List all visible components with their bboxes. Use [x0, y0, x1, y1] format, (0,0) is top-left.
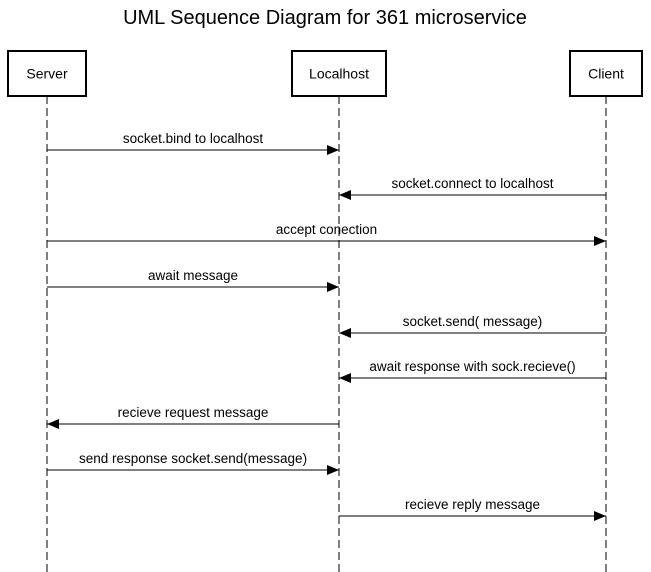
actor-label-localhost: Localhost: [309, 66, 369, 82]
message-label: accept conection: [276, 222, 377, 237]
message-2: socket.connect to localhost: [339, 176, 606, 200]
messages: socket.bind to localhost socket.connect t…: [47, 131, 606, 521]
actor-box-client: [569, 50, 643, 97]
message-label: await response with sock.recieve(): [369, 359, 575, 374]
lifelines: [46, 96, 607, 572]
message-4: await message: [47, 268, 339, 292]
actor-label-client: Client: [588, 66, 624, 82]
message-8: send response socket.send(message): [47, 451, 339, 475]
message-label: socket.connect to localhost: [391, 176, 553, 191]
message-7: recieve request message: [47, 405, 339, 429]
message-label: send response socket.send(message): [79, 451, 307, 466]
message-label: socket.send( message): [403, 314, 543, 329]
message-6: await response with sock.recieve(): [339, 359, 606, 383]
actor-box-server: [7, 50, 87, 97]
actor-box-localhost: [291, 50, 387, 97]
message-label: recieve request message: [118, 405, 269, 420]
message-3: accept conection: [47, 222, 606, 246]
message-label: socket.bind to localhost: [123, 131, 264, 146]
message-label: recieve reply message: [405, 497, 540, 512]
message-9: recieve reply message: [339, 497, 606, 521]
message-label: await message: [148, 268, 238, 283]
message-5: socket.send( message): [339, 314, 606, 338]
actors: Server Localhost Client: [7, 50, 643, 97]
diagram-title: UML Sequence Diagram for 361 microservic…: [123, 7, 527, 29]
message-1: socket.bind to localhost: [47, 131, 339, 155]
actor-label-server: Server: [26, 66, 68, 82]
